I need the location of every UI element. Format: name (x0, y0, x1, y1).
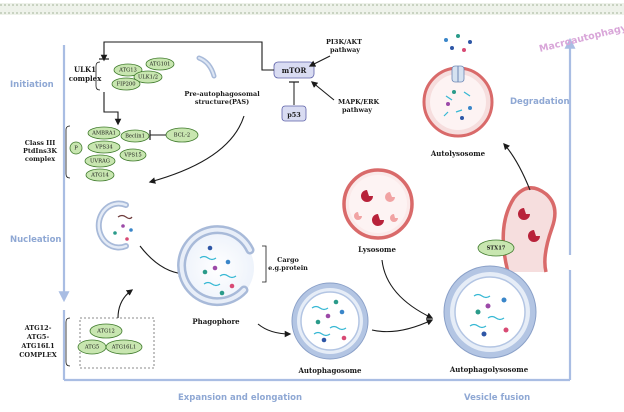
svg-text:ATG5-: ATG5- (26, 333, 50, 341)
svg-text:complex: complex (69, 74, 102, 83)
svg-text:structure(PAS): structure(PAS) (195, 98, 249, 106)
ulk1-to-pi3k-arrow (103, 92, 122, 126)
protein-beclin1: Beclin1 (125, 134, 145, 140)
cargo-label: Cargo e.g.protein (268, 256, 308, 272)
pas-membrane (196, 55, 217, 79)
nucleation-crescent (95, 200, 133, 251)
protein-atg16l1: ATG16L1 (111, 345, 136, 351)
stage-initiation: Initiation (10, 80, 54, 90)
autophagosome-label: Autophagosome (298, 366, 363, 375)
pas-to-nucleation-arrow (148, 115, 245, 184)
protein-ulk12: ULK1/2 (138, 75, 158, 81)
pi3k-bracket (65, 125, 71, 179)
phagophore-label: Phagophore (192, 317, 240, 326)
svg-text:e.g.protein: e.g.protein (268, 264, 308, 272)
autolysosome-label: Autolysosome (430, 149, 486, 158)
stage-fusion: Vesicle fusion (464, 393, 530, 403)
lysosome-to-fusion-arrow (381, 259, 434, 319)
ulk1-complex: ATG13 ATG101 ULK1/2 FIP200 (111, 57, 175, 91)
phagophore-to-autophagosome-arrow (257, 323, 292, 338)
svg-text:ATG12-: ATG12- (24, 324, 52, 332)
svg-text:MAPK/ERK: MAPK/ERK (338, 98, 380, 106)
mapk-to-mtor-arrow (310, 81, 335, 101)
cell-membrane (0, 3, 624, 15)
fusion-to-autolysosome-arrow (503, 143, 531, 191)
lysosome (342, 168, 414, 240)
stage-nucleation: Nucleation (10, 235, 62, 245)
autophagolysosome (443, 186, 557, 359)
autophagosome-to-fusion-arrow (371, 319, 434, 333)
atg12-bracket (65, 317, 71, 367)
svg-text:PI3K/AKT: PI3K/AKT (326, 38, 362, 46)
svg-text:Pre-autophagosomal: Pre-autophagosomal (184, 90, 260, 98)
protein-atg5: ATG5 (84, 345, 99, 351)
svg-text:COMPLEX: COMPLEX (19, 351, 57, 359)
svg-text:p53: p53 (287, 111, 301, 119)
pi3k-akt-label: PI3K/AKT pathway (326, 38, 362, 54)
pi3k-complex-label: Class III PtdIns3K complex (23, 139, 57, 163)
atg12-complex: ATG12 ATG5 ATG16L1 (77, 317, 155, 369)
stage-expansion: Expansion and elongation (178, 393, 302, 403)
protein-fip200: FIP200 (116, 82, 135, 88)
mtor-to-ulk1-line (100, 41, 274, 71)
p53-box: p53 (281, 105, 307, 122)
ulk1-bracket (95, 61, 101, 91)
protein-atg13: ATG13 (118, 68, 137, 74)
svg-text:ULK1: ULK1 (74, 65, 96, 74)
released-nutrients (444, 34, 472, 52)
protein-p: P (74, 146, 78, 152)
protein-ambra1: AMBRA1 (91, 131, 116, 137)
protein-uvrag: UVRAG (90, 159, 110, 165)
autophagosome (291, 282, 369, 360)
atg12-to-phagophore-arrow (117, 289, 134, 319)
protein-vps34: VPS34 (94, 145, 113, 151)
protein-vps15: VPS15 (123, 153, 141, 159)
cargo-bracket (262, 245, 267, 283)
svg-text:PtdIns3K: PtdIns3K (23, 147, 57, 155)
autophagolysosome-label: Autophagolysosome (449, 365, 529, 374)
mtor-box: mTOR (273, 61, 315, 79)
protein-atg12: ATG12 (96, 329, 115, 335)
stage-flow (58, 37, 576, 382)
pas-label: Pre-autophagosomal structure(PAS) (184, 90, 260, 106)
atg12-complex-label: ATG12- ATG5- ATG16L1 COMPLEX (19, 324, 57, 359)
protein-stx17: STX17 (487, 246, 506, 252)
stage-macroautophagy: Macroautophagy (538, 22, 624, 55)
autolysosome (422, 65, 494, 138)
protein-atg14: ATG14 (90, 173, 109, 179)
svg-text:pathway: pathway (342, 106, 372, 114)
svg-text:mTOR: mTOR (282, 66, 307, 75)
svg-text:pathway: pathway (330, 46, 360, 54)
pi3k-complex: AMBRA1 Beclin1 P VPS34 VPS15 UVRAG ATG14 (69, 126, 150, 182)
svg-text:Cargo: Cargo (277, 256, 299, 264)
svg-text:Class III: Class III (25, 139, 56, 147)
protein-bcl2: BCL-2 (174, 133, 190, 139)
protein-stx17-shape (477, 239, 515, 257)
phagophore (177, 225, 255, 307)
svg-text:complex: complex (25, 155, 55, 163)
ulk1-complex-label: ULK1 complex (69, 65, 102, 83)
svg-text:ATG16L1: ATG16L1 (20, 342, 54, 350)
mapk-erk-label: MAPK/ERK pathway (338, 98, 380, 114)
pi3k-to-mtor-arrow (308, 55, 331, 67)
protein-atg101: ATG101 (149, 62, 171, 68)
lysosome-label: Lysosome (358, 245, 396, 254)
stage-degradation: Degradation (510, 97, 570, 107)
